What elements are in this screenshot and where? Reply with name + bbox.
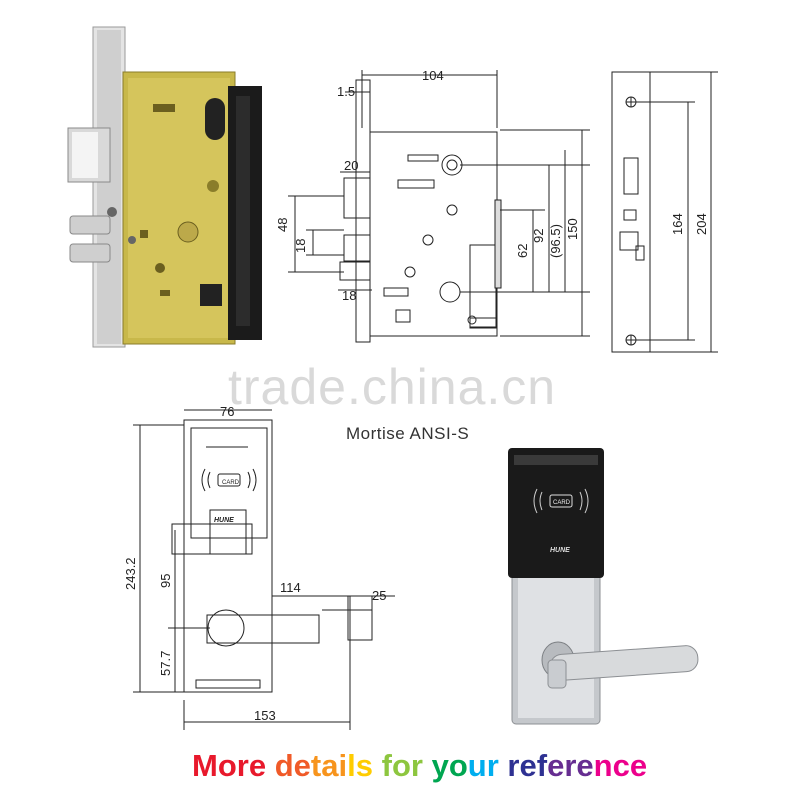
- tagline-letter: n: [593, 748, 613, 783]
- tagline-letter: e: [629, 748, 648, 783]
- tagline-letter: s: [355, 748, 373, 783]
- tagline-letter: [423, 748, 432, 784]
- dim-204: 204: [694, 213, 709, 235]
- dim-114: 114: [280, 580, 301, 595]
- tagline-letter: o: [448, 748, 468, 783]
- tagline-letter: o: [391, 748, 411, 783]
- caption: Mortise ANSI-S: [346, 424, 470, 443]
- tagline: More details for your reference: [192, 748, 647, 784]
- tagline-letter: M: [192, 748, 218, 783]
- tagline-letter: y: [431, 748, 449, 783]
- dim-25: 25: [372, 588, 386, 603]
- tagline-letter: [499, 748, 508, 784]
- card-label-drawing: CARD: [222, 480, 240, 486]
- tagline-letter: e: [248, 748, 267, 783]
- tagline-letter: r: [486, 748, 499, 783]
- tagline-letter: e: [547, 748, 565, 783]
- tagline-letter: r: [410, 748, 423, 783]
- tagline-letter: d: [274, 748, 294, 783]
- faceplate-drawing: [611, 71, 718, 353]
- lock-photo: [508, 448, 699, 725]
- tagline-letter: f: [536, 748, 548, 783]
- tagline-letter: r: [507, 748, 520, 783]
- dim-92: 92: [531, 229, 546, 243]
- watermark: trade.china.cn: [228, 359, 557, 415]
- dim-18-left: 18: [293, 239, 308, 253]
- tagline-letter: [266, 748, 275, 784]
- tagline-letter: c: [612, 748, 630, 783]
- dim-48: 48: [275, 218, 290, 232]
- tagline-letter: [373, 748, 382, 784]
- tagline-letter: e: [293, 748, 311, 783]
- dim-104: 104: [422, 68, 444, 83]
- dim-150: 150: [565, 218, 580, 240]
- dim-20: 20: [344, 158, 358, 173]
- tagline-letter: a: [321, 748, 339, 783]
- dim-243-2: 243.2: [123, 557, 138, 590]
- dim-153: 153: [254, 708, 276, 723]
- brand-label-photo: HUNE: [550, 547, 570, 554]
- tagline-letter: l: [347, 748, 356, 783]
- tagline-letter: i: [338, 748, 348, 783]
- brand-label-drawing: HUNE: [214, 517, 234, 524]
- tagline-letter: e: [576, 748, 594, 783]
- dim-18-bottom: 18: [342, 288, 356, 303]
- card-label-photo: CARD: [553, 500, 571, 506]
- mortise-photo: [67, 26, 262, 348]
- mortise-drawing: [288, 70, 590, 343]
- dim-164: 164: [670, 213, 685, 235]
- tagline-letter: r: [236, 748, 249, 783]
- tagline-letter: u: [467, 748, 487, 783]
- tagline-letter: t: [310, 748, 322, 783]
- lock-drawing: [133, 409, 395, 730]
- dim-76: 76: [220, 404, 234, 419]
- tagline-letter: o: [217, 748, 237, 783]
- dim-57-7: 57.7: [158, 651, 173, 676]
- dim-1-5: 1.5: [337, 84, 355, 99]
- dim-96-5: (96.5): [548, 224, 563, 258]
- tagline-letter: f: [381, 748, 392, 783]
- dim-62: 62: [515, 244, 530, 258]
- tagline-letter: e: [519, 748, 537, 783]
- tagline-letter: r: [564, 748, 577, 783]
- dim-95: 95: [158, 574, 173, 588]
